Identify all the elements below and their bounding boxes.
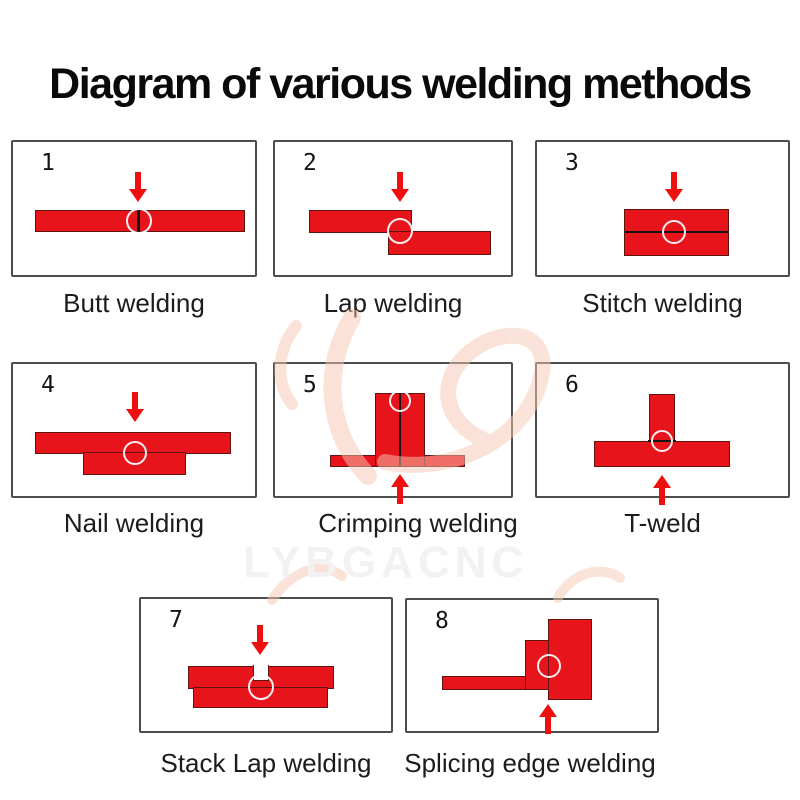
panel-stitch-welding: 3 — [535, 140, 790, 277]
down-arrow-icon — [665, 172, 683, 202]
panel-number: 7 — [169, 607, 183, 633]
caption-nail-welding: Nail welding — [63, 508, 205, 538]
panel-stack-lap-welding: 7 — [139, 597, 393, 733]
panel-number: 3 — [565, 150, 579, 176]
caption-crimping-welding: Crimping welding — [318, 508, 518, 538]
weld-spot-circle — [537, 654, 561, 678]
up-arrow-icon — [391, 474, 409, 504]
caption-butt-welding: Butt welding — [63, 288, 205, 318]
panel-number: 4 — [41, 372, 55, 398]
workpiece-thin-bar — [442, 676, 527, 690]
caption-stack-lap-welding: Stack Lap welding — [160, 748, 372, 778]
watermark-text: LYBGACNC — [243, 538, 529, 587]
panel-number: 1 — [41, 150, 55, 176]
up-arrow-icon — [653, 475, 671, 505]
panel-lap-welding: 2 — [273, 140, 513, 277]
weld-spot-circle — [662, 220, 686, 244]
down-arrow-icon — [251, 625, 269, 655]
panel-butt-welding: 1 — [11, 140, 257, 277]
weld-spot-circle — [248, 674, 274, 700]
workpiece-upper-left — [309, 210, 412, 233]
down-arrow-icon — [129, 172, 147, 202]
caption-stitch-welding: Stitch welding — [582, 288, 743, 318]
weld-spot-circle — [387, 218, 413, 244]
page-title: Diagram of various welding methods — [49, 60, 752, 108]
up-arrow-icon — [539, 704, 557, 734]
panel-number: 8 — [435, 608, 449, 634]
weld-spot-circle — [389, 390, 411, 412]
caption-t-weld: T-weld — [624, 508, 701, 538]
panel-crimping-welding: 5 — [273, 362, 513, 504]
caption-splicing-edge-welding: Splicing edge welding — [404, 748, 656, 778]
weld-spot-circle — [126, 208, 152, 234]
panel-splicing-edge-welding: 8 — [405, 598, 659, 734]
panel-t-weld: 6 — [535, 362, 790, 505]
caption-lap-welding: Lap welding — [323, 288, 463, 318]
weld-spot-circle — [651, 430, 673, 452]
down-arrow-icon — [126, 392, 144, 422]
panel-number: 5 — [303, 372, 317, 398]
down-arrow-icon — [391, 172, 409, 202]
weld-spot-circle — [123, 441, 147, 465]
panel-number: 6 — [565, 372, 579, 398]
panel-number: 2 — [303, 150, 317, 176]
panel-nail-welding: 4 — [11, 362, 257, 498]
